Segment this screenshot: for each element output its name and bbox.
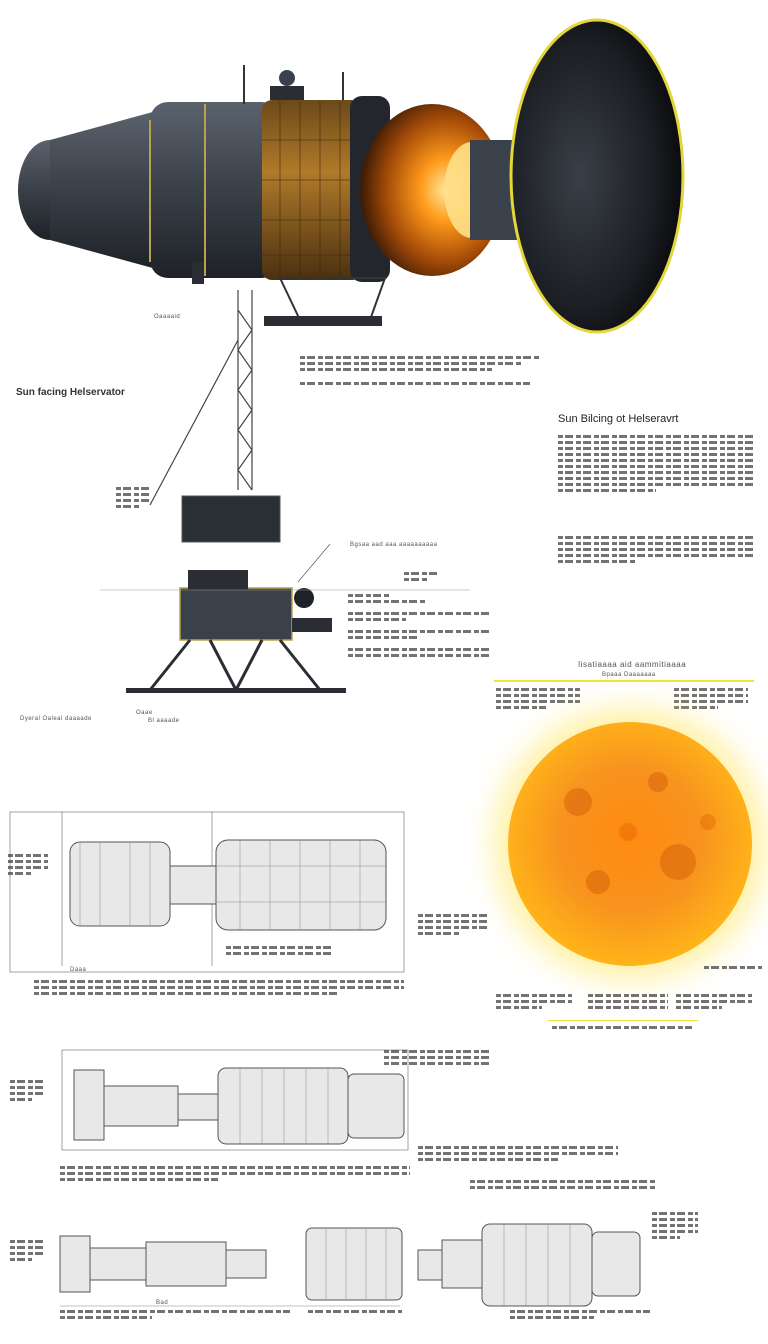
drawing-1-left-note [8, 854, 48, 875]
drawing-2-left-note [10, 1080, 46, 1101]
sun-note-lower-mid [588, 994, 668, 1009]
bottom-label-2: Bad [156, 1300, 169, 1306]
drawing-4-right-note [652, 1212, 698, 1239]
sun-note-lower-left [496, 994, 572, 1009]
main-hull [150, 102, 280, 278]
platform-text-block [348, 594, 492, 657]
cone-section [50, 110, 160, 270]
platform-label: Bgsaa aad aaa aaaaaaaaaa [350, 542, 438, 548]
spacecraft-illustration [18, 18, 685, 334]
left-title: Sun facing Helservator [16, 387, 125, 398]
sun-sub: Bpaaa Daaaaaaa [602, 672, 656, 678]
platform-note [404, 572, 440, 581]
technical-drawing-1 [9, 811, 405, 973]
ground-station-illustration [100, 290, 470, 693]
bottom-caption-right [510, 1310, 650, 1319]
tower-base-sub: Bl aaaade [148, 718, 180, 724]
drawing-1-caption [34, 980, 404, 995]
instrument-box [179, 587, 293, 641]
right-title: Sun Bilcing ot Helseravrt [558, 413, 679, 425]
tower-base-label: Oaae [136, 710, 153, 716]
technical-drawing-3 [59, 1227, 403, 1307]
right-paragraph-2 [558, 536, 754, 563]
drawing-3-left-note [10, 1240, 46, 1261]
sun-note-left [496, 688, 580, 709]
tower-label: Dyeral Oaleal daaaade [20, 716, 92, 722]
solar-panel [181, 495, 281, 543]
bottom-caption-left [60, 1310, 290, 1319]
sun-note-lower-right [676, 994, 752, 1009]
top-text-block-2 [300, 382, 530, 385]
sun-footer [552, 1026, 692, 1029]
sun-disc [508, 722, 752, 966]
sun-texture [564, 772, 716, 894]
bottom-label-1: Daaa [70, 967, 87, 973]
technical-drawing-4 [417, 1223, 641, 1307]
top-caption: Oaaaaid [154, 314, 181, 320]
drawing-1-under-note [226, 946, 334, 955]
tower-note [116, 487, 152, 508]
right-paragraph-1 [558, 435, 754, 492]
bottom-caption-mid [308, 1310, 402, 1313]
drawing-2-right-note [384, 1050, 492, 1065]
drawing-1-right-note [418, 914, 490, 935]
drawing-2-caption-left [60, 1166, 410, 1181]
sun-note-right [674, 688, 748, 709]
sun-note-side [704, 966, 762, 969]
drawing-4-top-note [470, 1180, 656, 1189]
top-text-block [300, 356, 540, 371]
technical-drawing-2 [61, 1049, 409, 1151]
large-dish [509, 18, 685, 334]
gold-panel-section [262, 100, 362, 280]
sun-header: Iisatiaaaa aid aammitiaaaa [578, 660, 687, 669]
drawing-2-caption-right [418, 1146, 618, 1161]
